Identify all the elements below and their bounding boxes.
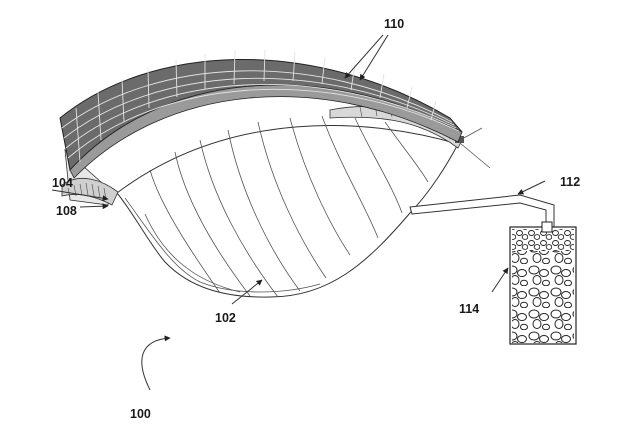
label-108: 108	[56, 204, 77, 218]
label-104: 104	[52, 176, 73, 190]
label-100: 100	[130, 407, 151, 421]
label-114: 114	[459, 302, 479, 316]
solar-canopy	[59, 49, 463, 179]
basin-membrane	[116, 115, 459, 298]
label-102: 102	[215, 311, 236, 325]
storage-tank	[509, 221, 577, 345]
label-112: 112	[560, 175, 580, 189]
leader-lines	[51, 34, 546, 391]
label-110: 110	[384, 17, 404, 31]
